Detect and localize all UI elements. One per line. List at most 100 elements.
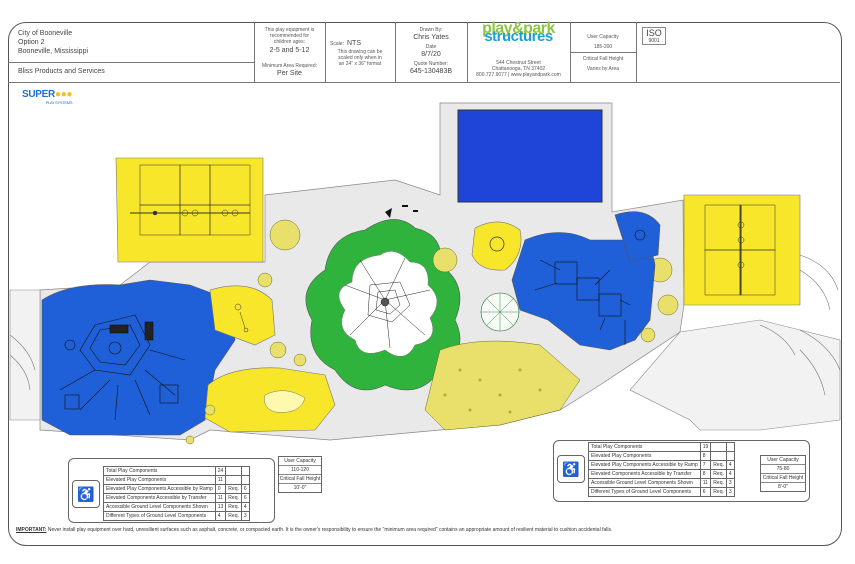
crit-fall-value: Varies by Area (586, 66, 620, 72)
capacity-label-left: User Capacity (279, 457, 321, 466)
summary-cell-label: Accessible Ground Level Components Shown (588, 478, 701, 488)
summary-box-left (68, 458, 275, 523)
summary-cell-v2: 4 (240, 502, 250, 512)
summary-cell-v2: 3 (725, 478, 735, 488)
play-structure-right (534, 229, 646, 345)
swing-frame-right (704, 204, 776, 296)
summary-cell-v1: 11 (699, 478, 712, 488)
summary-cell-req (225, 475, 242, 485)
wheelchair-icon: ♿ (557, 455, 585, 483)
swing-frame-left (130, 164, 251, 236)
summary-cell-req: Req. (710, 487, 727, 497)
summary-cell-v2 (240, 475, 250, 485)
fall-label-right: Critical Fall Height (761, 475, 805, 483)
summary-cell-v2: 3 (725, 487, 735, 497)
logo-bottom: structures (484, 28, 553, 45)
summary-cell-label: Elevated Play Components Accessible by R… (588, 460, 701, 470)
sand-feature (264, 390, 306, 413)
option-label: Option 2 (18, 39, 45, 46)
scale-label: Scale: (330, 41, 344, 47)
table-row: Elevated Components Accessible by Transf… (588, 469, 735, 479)
summary-cell-v1: 11 (214, 475, 227, 485)
summary-cell-label: Elevated Play Components Accessible by R… (103, 484, 216, 494)
dealer-name: Bliss Products and Services (18, 68, 105, 75)
user-capacity-value: 185-200 (593, 44, 613, 50)
age-note-1: This play equipment is (264, 27, 315, 33)
age-range: 2-5 and 5-12 (269, 47, 310, 54)
important-label: IMPORTANT: (16, 527, 47, 533)
company-city: Chattanooga, TN 37402 (491, 66, 546, 72)
summary-cell-v2: 6 (240, 493, 250, 503)
date: 8/7/20 (421, 51, 441, 58)
spring-rider-group (234, 303, 249, 333)
fence-arcs-right (759, 254, 841, 396)
summary-cell-req (710, 442, 727, 452)
summary-cell-req (710, 451, 727, 461)
summary-cell-req (225, 466, 242, 476)
summary-cell-v2 (725, 451, 735, 461)
iso-badge: ISO 9001 (642, 27, 666, 45)
summary-cell-v1: 6 (699, 487, 712, 497)
summary-cell-v1: 24 (214, 466, 227, 476)
capacity-label-right: User Capacity (761, 456, 805, 465)
capacity-box-right: User Capacity 75-80 Critical Fall Height… (760, 455, 806, 492)
summary-cell-label: Different Types of Ground Level Componen… (103, 511, 216, 521)
blue-pool (457, 109, 603, 203)
supersoft-logo: SUPER●●● PLAY SYSTEMS (22, 89, 73, 105)
table-row: Elevated Play Components Accessible by R… (103, 484, 250, 494)
quote-number: 645-130483B (409, 68, 453, 75)
supersoft-logo-suffix: PLAY SYSTEMS (45, 100, 73, 105)
bench-icons (385, 205, 418, 218)
summary-cell-req: Req. (225, 502, 242, 512)
summary-cell-v2: 4 (725, 469, 735, 479)
summary-cell-v2 (240, 466, 250, 476)
web-climber-spokes (481, 293, 519, 331)
iso-number: 9001 (648, 38, 660, 44)
company-logo: play&park structures (467, 21, 570, 45)
table-row: Accessible Ground Level Components Shown… (588, 478, 735, 488)
summary-cell-v1: 19 (699, 442, 712, 452)
company-contact: 800.727.9077 | www.playandpark.com (476, 72, 561, 78)
blue-play-area-left (41, 279, 236, 436)
client-location: Booneville, Mississippi (18, 48, 89, 55)
capacity-value-left: 110-120 (279, 466, 321, 475)
summary-cell-req: Req. (225, 484, 242, 494)
user-capacity-label: User Capacity (587, 34, 619, 40)
summary-cell-req: Req. (710, 469, 727, 479)
summary-cell-label: Total Play Components (588, 442, 701, 452)
yellow-surface-mound (209, 285, 276, 346)
table-row: Elevated Components Accessible by Transf… (103, 493, 250, 503)
min-area-value: Per Site (277, 70, 302, 77)
crit-fall-label: Critical Fall Height (582, 56, 624, 62)
summary-cell-v1: 0 (214, 484, 227, 494)
summary-cell-v1: 8 (699, 469, 712, 479)
summary-cell-req: Req. (710, 478, 727, 488)
table-row: Elevated Play Components Accessible by R… (588, 460, 735, 470)
fall-value-left: 10'-0" (293, 485, 307, 491)
spinner (489, 236, 505, 252)
yellow-swing-area-left (115, 157, 264, 263)
drawn-by-label: Drawn By: (419, 27, 443, 33)
fence-arcs-left (9, 334, 36, 391)
drawn-by: Chris Yates (413, 34, 449, 41)
shrub-dots (443, 368, 542, 414)
fall-label-left: Critical Fall Height (279, 476, 321, 484)
net-climber (344, 257, 431, 349)
summary-box-right (553, 440, 810, 502)
path-extension-right (629, 319, 841, 431)
summary-cell-req: Req. (225, 511, 242, 521)
capacity-value-right: 75-80 (761, 465, 805, 474)
fall-value-right: 8'-0" (778, 484, 788, 490)
blue-pod-right (614, 211, 661, 263)
company-address: 544 Chestnut Street (496, 60, 541, 66)
summary-cell-label: Accessible Ground Level Components Shown (103, 502, 216, 512)
min-area-label: Minimum Area Required: (261, 63, 318, 69)
summary-cell-v1: 7 (699, 460, 712, 470)
summary-cell-req: Req. (710, 460, 727, 470)
